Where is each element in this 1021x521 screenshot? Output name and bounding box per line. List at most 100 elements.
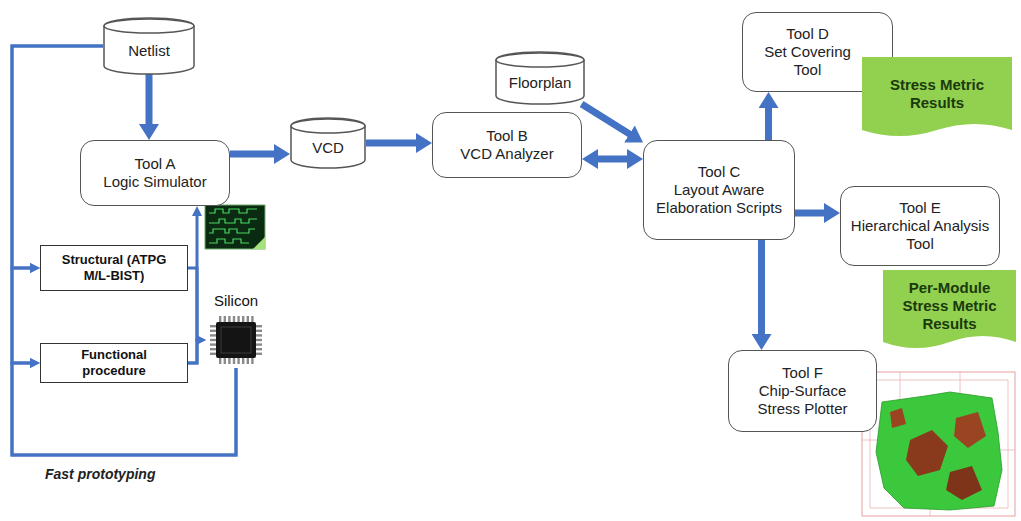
page-curl bbox=[253, 237, 265, 249]
chip-die bbox=[221, 327, 251, 353]
chip-pin bbox=[233, 316, 235, 322]
chip-pin bbox=[233, 358, 235, 364]
tool-box: Tool ALogic Simulator bbox=[80, 140, 230, 206]
chip-pin bbox=[237, 316, 239, 322]
flow-arrow bbox=[582, 104, 635, 137]
tool-box: Tool FChip-Surface Stress Plotter bbox=[728, 350, 877, 432]
tool-box: Tool EHierarchical Analysis Tool bbox=[840, 186, 1000, 266]
result-document: Stress Metric Results bbox=[862, 57, 1012, 142]
chip-icon bbox=[208, 314, 264, 366]
chip-pin bbox=[210, 339, 216, 341]
chip-pin bbox=[210, 343, 216, 345]
procedure-box: Structural (ATPG M/L-BIST) bbox=[40, 245, 188, 291]
hot-spot bbox=[946, 466, 982, 500]
flow-arrow bbox=[765, 102, 772, 140]
silicon-chip: Silicon bbox=[206, 292, 266, 368]
cylinder-top bbox=[291, 119, 365, 133]
cylinder-top bbox=[496, 53, 584, 67]
cylinder-body bbox=[291, 118, 365, 168]
hot-spot bbox=[906, 430, 948, 476]
chip-pin bbox=[224, 358, 226, 364]
node-text: Set Covering Tool bbox=[753, 43, 862, 79]
node-title: Stress Metric Results bbox=[870, 76, 1004, 112]
caption-note: Fast prototyping bbox=[45, 466, 155, 482]
flow-arrow bbox=[795, 210, 830, 217]
node-title: Netlist bbox=[128, 42, 170, 60]
flow-arrow bbox=[758, 240, 765, 340]
chip-pin bbox=[210, 325, 216, 327]
node-title: Tool A bbox=[135, 155, 176, 173]
chip-pin bbox=[228, 358, 230, 364]
map-frame bbox=[862, 372, 1015, 516]
chip-pin bbox=[219, 316, 221, 322]
chip-pin bbox=[237, 358, 239, 364]
flow-arrow bbox=[146, 74, 153, 130]
node-title: Floorplan bbox=[509, 74, 572, 92]
waveform-trace bbox=[209, 229, 255, 233]
node-text: Chip-Surface Stress Plotter bbox=[739, 382, 866, 418]
node-title: Structural (ATPG M/L-BIST) bbox=[55, 252, 173, 284]
waveform-screen bbox=[205, 205, 265, 249]
node-title: Functional procedure bbox=[55, 347, 173, 379]
database-cylinder: VCD bbox=[290, 118, 366, 168]
chip-pin bbox=[210, 330, 216, 332]
flow-arrow bbox=[230, 151, 280, 158]
flow-arrow bbox=[366, 140, 422, 147]
feedback-line bbox=[12, 268, 236, 455]
hot-spot bbox=[954, 412, 986, 448]
node-title: VCD bbox=[312, 139, 344, 157]
chip-pin bbox=[210, 348, 216, 350]
chip-pin bbox=[242, 358, 244, 364]
node-text: VCD Analyzer bbox=[460, 145, 553, 163]
chip-pin bbox=[256, 348, 262, 350]
chip-pin bbox=[251, 316, 253, 322]
tool-box: Tool CLayout Aware Elaboration Scripts bbox=[643, 140, 795, 240]
chip-pin bbox=[242, 316, 244, 322]
chip-pin bbox=[256, 334, 262, 336]
chip-pin bbox=[256, 325, 262, 327]
node-text: Logic Simulator bbox=[103, 173, 206, 191]
waveform-trace bbox=[209, 209, 257, 213]
chip-pin bbox=[219, 358, 221, 364]
node-title: Tool E bbox=[899, 199, 941, 217]
chip-pin bbox=[247, 316, 249, 322]
node-text: Hierarchical Analysis Tool bbox=[849, 217, 991, 253]
node-title: Silicon bbox=[214, 292, 258, 310]
node-title: Tool B bbox=[486, 127, 528, 145]
feedback-line bbox=[188, 340, 201, 363]
hot-spot bbox=[890, 408, 906, 428]
node-text: Layout Aware Elaboration Scripts bbox=[654, 181, 784, 217]
waveform-icon bbox=[205, 205, 265, 249]
cylinder-top bbox=[104, 19, 194, 33]
stress-region bbox=[876, 392, 1002, 510]
cylinder-body bbox=[104, 18, 194, 74]
chip-pin bbox=[256, 353, 262, 355]
chip-pin bbox=[224, 316, 226, 322]
chip-pin bbox=[228, 316, 230, 322]
chip-pin bbox=[256, 339, 262, 341]
document-shape bbox=[862, 57, 1012, 136]
chip-pin bbox=[247, 358, 249, 364]
cylinder-body bbox=[496, 52, 584, 104]
node-title: Tool D bbox=[786, 25, 829, 43]
chip-pin bbox=[256, 330, 262, 332]
node-title: Per-Module Stress Metric Results bbox=[891, 279, 1008, 333]
map-grid bbox=[862, 372, 1015, 516]
waveform-trace bbox=[209, 239, 249, 243]
database-cylinder: Floorplan bbox=[495, 52, 585, 104]
flow-arrow bbox=[592, 156, 633, 163]
database-cylinder: Netlist bbox=[103, 18, 195, 74]
procedure-box: Functional procedure bbox=[40, 343, 188, 383]
chip-pin bbox=[256, 343, 262, 345]
node-title: Tool C bbox=[698, 163, 741, 181]
feedback-line bbox=[188, 211, 197, 363]
chip-pin bbox=[210, 334, 216, 336]
chip-body bbox=[216, 322, 256, 358]
waveform-trace bbox=[209, 219, 257, 223]
stress-map bbox=[862, 372, 1015, 516]
feedback-line bbox=[188, 268, 201, 340]
result-document: Per-Module Stress Metric Results bbox=[883, 270, 1016, 354]
node-title: Tool F bbox=[782, 364, 823, 382]
